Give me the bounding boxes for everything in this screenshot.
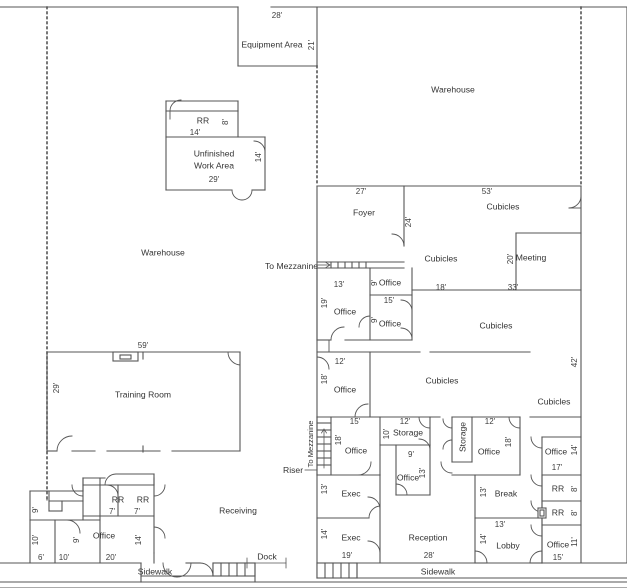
label-sidewalk-right: Sidewalk (420, 566, 456, 577)
dim-equipment-width: 28' (271, 11, 283, 20)
dim-office-15-b-width: 15' (552, 553, 564, 562)
room-label-storage-12-10: Storage (392, 427, 424, 438)
dim-storage-10-height: 10' (382, 428, 391, 440)
dim-foyer-height: 24' (404, 216, 413, 228)
room-label-break: Break (494, 488, 518, 499)
dim-warehouse-right-width: 53' (481, 187, 493, 196)
room-label-office-sw: Office (92, 530, 116, 541)
dim-office-15-18-width: 15' (349, 417, 361, 426)
dim-foyer-width: 27' (355, 187, 367, 196)
dim-cubicles-18-width: 18' (435, 283, 447, 292)
room-label-exec-14: Exec (341, 532, 361, 543)
room-label-unfinished-line2: Work Area (194, 160, 234, 171)
room-label-office-15-11: Office (546, 539, 570, 550)
dim-office-15-18-height: 18' (334, 434, 343, 446)
room-label-rr-top: RR (196, 115, 210, 126)
room-label-foyer: Foyer (353, 207, 375, 218)
dim-exec-13-height: 13' (320, 483, 329, 495)
room-label-office-15-9-b: Office (378, 318, 402, 329)
dim-meeting-height: 20' (506, 253, 515, 265)
dim-unfinished-width: 29' (208, 175, 220, 184)
dim-sw-14-height: 14' (134, 534, 143, 546)
room-label-receiving: Receiving (219, 505, 257, 516)
dim-sw-10-height: 10' (31, 534, 40, 546)
dim-office-11-height: 11' (570, 537, 579, 547)
annotation-riser: Riser (283, 465, 304, 475)
room-label-rr-e-2: RR (551, 507, 565, 518)
dim-office-13-width: 13' (333, 280, 345, 289)
dim-office-17-width: 17' (551, 463, 563, 472)
room-label-cubicles-53: Cubicles (486, 201, 520, 212)
dim-lobby-13-width: 13' (494, 520, 506, 529)
room-label-lobby: Lobby (496, 540, 520, 551)
label-sidewalk-left: Sidewalk (137, 566, 173, 577)
room-label-equipment-area: Equipment Area (241, 39, 303, 50)
dim-sw-6-width: 6' (38, 553, 44, 562)
room-label-rr-sw-1: RR (111, 494, 125, 505)
dim-office-9-width: 9' (408, 450, 414, 459)
dim-office-18-height: 18' (320, 373, 329, 385)
room-label-rr-sw-2: RR (136, 494, 150, 505)
dim-storage-12-width: 12' (399, 417, 411, 426)
dim-reception-28-width: 28' (423, 551, 435, 560)
dim-unfinished-height: 14' (254, 151, 263, 163)
dim-training-width: 59' (137, 341, 149, 350)
room-label-office-12-18: Office (477, 446, 501, 457)
dim-office-18-right-height: 18' (504, 436, 513, 448)
room-label-reception: Reception (408, 532, 448, 543)
dim-sw-9b-height: 9' (72, 537, 81, 543)
dim-exec-14-height: 14' (320, 528, 329, 540)
dim-equipment-height: 21' (307, 39, 316, 51)
dim-sw-20-width: 20' (105, 553, 117, 562)
room-label-exec-13: Exec (341, 488, 361, 499)
dim-office-14-height: 14' (570, 444, 579, 456)
label-dock: Dock (257, 551, 277, 562)
dim-office-15-width: 15' (383, 296, 395, 305)
room-label-office-15-9-a: Office (378, 277, 402, 288)
room-label-warehouse-left: Warehouse (141, 247, 185, 258)
dim-right-wall-42: 42' (570, 356, 579, 368)
room-label-office-15-18: Office (344, 445, 368, 456)
dim-sw-10-width: 10' (58, 553, 70, 562)
room-label-office-14-17: Office (544, 446, 568, 457)
dim-rr-top-height: 8' (221, 119, 230, 125)
room-label-rr-e-1: RR (551, 483, 565, 494)
dim-break-13-height: 13' (479, 486, 488, 498)
dim-meeting-width: 33' (507, 283, 519, 292)
room-label-cubicles-18: Cubicles (424, 253, 458, 264)
annotation-to-mezzanine-vert: To Mezzanine (306, 420, 316, 468)
dim-rr-top-width: 14' (189, 128, 201, 137)
room-label-cubicles-low: Cubicles (425, 375, 459, 386)
dim-sw-9-height: 9' (31, 507, 40, 513)
room-label-warehouse-right: Warehouse (431, 84, 475, 95)
dim-office-9-height-a: 9' (370, 280, 379, 286)
dim-rr-e1-height: 8' (570, 486, 579, 492)
dim-office-19-height: 19' (320, 297, 329, 309)
room-label-office-19-13: Office (333, 306, 357, 317)
dim-lobby-14-height: 14' (479, 533, 488, 545)
dim-exec-19-width: 19' (341, 551, 353, 560)
dim-storage-right-12-width: 12' (484, 417, 496, 426)
dim-rr-e2-height: 8' (570, 510, 579, 516)
dim-rr-sw1-width: 7' (109, 507, 115, 516)
dim-training-height: 29' (52, 382, 61, 394)
room-label-cubicles-mid: Cubicles (479, 320, 513, 331)
dim-office-9-height-b: 9' (370, 317, 379, 323)
room-label-cubicles-right: Cubicles (537, 396, 571, 407)
room-label-office-9-13: Office (396, 472, 420, 483)
dim-office-13-height: 13' (418, 467, 427, 479)
room-label-storage-vert: Storage (457, 421, 468, 453)
dim-office-12-width: 12' (334, 357, 346, 366)
room-label-office-18-12: Office (333, 384, 357, 395)
annotation-to-mezzanine-top: To Mezzanine (265, 261, 319, 271)
room-label-training-room: Training Room (114, 389, 172, 400)
room-label-meeting: Meeting (515, 252, 547, 263)
room-label-unfinished-line1: Unfinished (193, 148, 235, 159)
dim-rr-sw2-width: 7' (134, 507, 140, 516)
